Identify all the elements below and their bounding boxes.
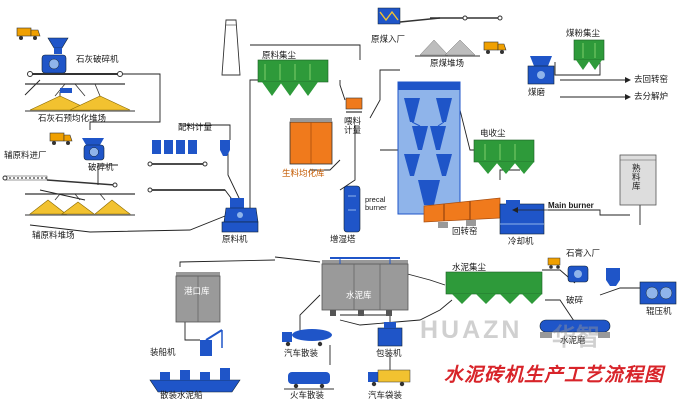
coal-dust-collector [573, 39, 605, 70]
diagram-caption: 水泥砖机生产工艺流程图 [444, 364, 665, 386]
limestone-truck-icon [16, 27, 41, 40]
aux-yard-label: 辅原料堆场 [32, 231, 75, 241]
feed-scale-label: 喂料 计量 [344, 117, 362, 137]
bulk-cement-ship [149, 368, 241, 393]
to-calciner-label: 去分解炉 [634, 92, 669, 102]
bulk-truck-icon [282, 329, 332, 347]
packer-icon [377, 322, 403, 347]
truck-bagged-label: 汽车袋装 [368, 391, 403, 400]
aux-crusher-icon [82, 138, 105, 161]
coal-mill-icon [527, 56, 555, 85]
coal-conveyor [399, 15, 503, 23]
main-burner-arrow [512, 207, 548, 213]
batching-scale-label: 配料计量 [178, 123, 213, 133]
electrostatic-precipitator [473, 139, 535, 174]
cement-dust-collector [445, 271, 543, 304]
roller-press-icon [639, 281, 677, 305]
feed-scale-icon [345, 97, 363, 113]
clinker-silo-label: 熟 料 库 [632, 164, 641, 192]
bagged-truck-icon [368, 369, 411, 387]
chimney [221, 19, 241, 76]
raw-silo-label: 生料均化库 [282, 169, 325, 179]
rotary-kiln [423, 197, 501, 228]
ship-loader-label: 装船机 [150, 348, 176, 358]
aux-stacker [25, 193, 135, 201]
cement-mill-label: 水泥磨 [560, 336, 586, 346]
clinker-silo [619, 154, 657, 206]
coal-mill-label: 煤磨 [528, 88, 546, 98]
truck-bulk-label: 汽车散装 [284, 349, 319, 359]
cooler [499, 200, 545, 235]
limestone-crusher-label: 石灰破碎机 [76, 55, 119, 65]
packer-label: 包装机 [376, 349, 402, 359]
coal-dust-label: 煤粉集尘 [566, 29, 601, 39]
limestone-stacker [25, 83, 125, 97]
gypsum-truck-icon [547, 257, 561, 269]
brand-watermark-cn: 华智 [552, 323, 600, 351]
port-silo-label: 港口库 [184, 287, 210, 297]
raw-dust-label: 原料集尘 [262, 51, 297, 61]
coal-unloading-icon [377, 7, 401, 25]
cooler-label: 冷却机 [508, 237, 534, 247]
limestone-stockpile [25, 95, 135, 112]
aux-stockpile [25, 199, 135, 216]
main-burner-label: Main burner [548, 201, 594, 210]
train-car-icon [284, 372, 334, 390]
raw-coal-in-label: 原煤入厂 [371, 35, 406, 45]
aux-truck-icon [49, 132, 73, 145]
bulk-ship-label: 散装水泥船 [160, 391, 203, 400]
silo-top-conveyor [330, 257, 400, 264]
aux-conveyor [2, 175, 118, 188]
roller-press-label: 辊压机 [646, 307, 672, 317]
batching-conveyor [147, 161, 225, 193]
gypsum-crusher-icon [567, 265, 589, 283]
crushing-label: 破碎 [566, 296, 584, 306]
coal-stockpile [415, 39, 480, 57]
to-kiln-label: 去回转窑 [634, 75, 669, 85]
gypsum-hopper-icon [606, 268, 620, 286]
limestone-hopper-icon [47, 37, 69, 54]
esp-label: 电收尘 [480, 129, 506, 139]
port-silo [175, 272, 221, 323]
coal-yard-label: 原煤堆场 [430, 59, 465, 69]
humidifying-tower-label: 增湿塔 [330, 235, 356, 245]
gypsum-in-label: 石膏入厂 [566, 249, 601, 259]
raw-dust-collector [257, 59, 329, 96]
batching-bins [152, 140, 230, 156]
raw-mill-label: 原料机 [222, 235, 248, 245]
raw-mill-icon [221, 198, 259, 233]
limestone-conveyor [27, 71, 123, 77]
limestone-crusher-icon [41, 54, 67, 74]
brand-watermark: HUAZN [420, 316, 523, 344]
humidifying-tower [343, 185, 361, 233]
coal-arrows [625, 77, 631, 100]
cement-dust-label: 水泥集尘 [452, 263, 487, 273]
preheater-tower [397, 81, 461, 215]
limestone-yard-label: 石灰石预均化堆场 [38, 114, 107, 124]
ship-loader-icon [200, 329, 223, 356]
crusher-label: 破碎机 [88, 163, 114, 173]
precal-burner-label: precal burner [365, 195, 387, 213]
cement-mill-icon [539, 319, 611, 338]
coal-truck-icon [483, 41, 507, 54]
train-bulk-label: 火车散装 [290, 391, 325, 400]
cement-silo-label: 水泥库 [346, 291, 372, 301]
cement-silo [321, 260, 409, 316]
rotary-kiln-label: 回转窑 [452, 227, 478, 237]
aux-material-in-label: 辅原料进厂 [4, 151, 47, 161]
raw-homogenizing-silo [289, 118, 333, 165]
